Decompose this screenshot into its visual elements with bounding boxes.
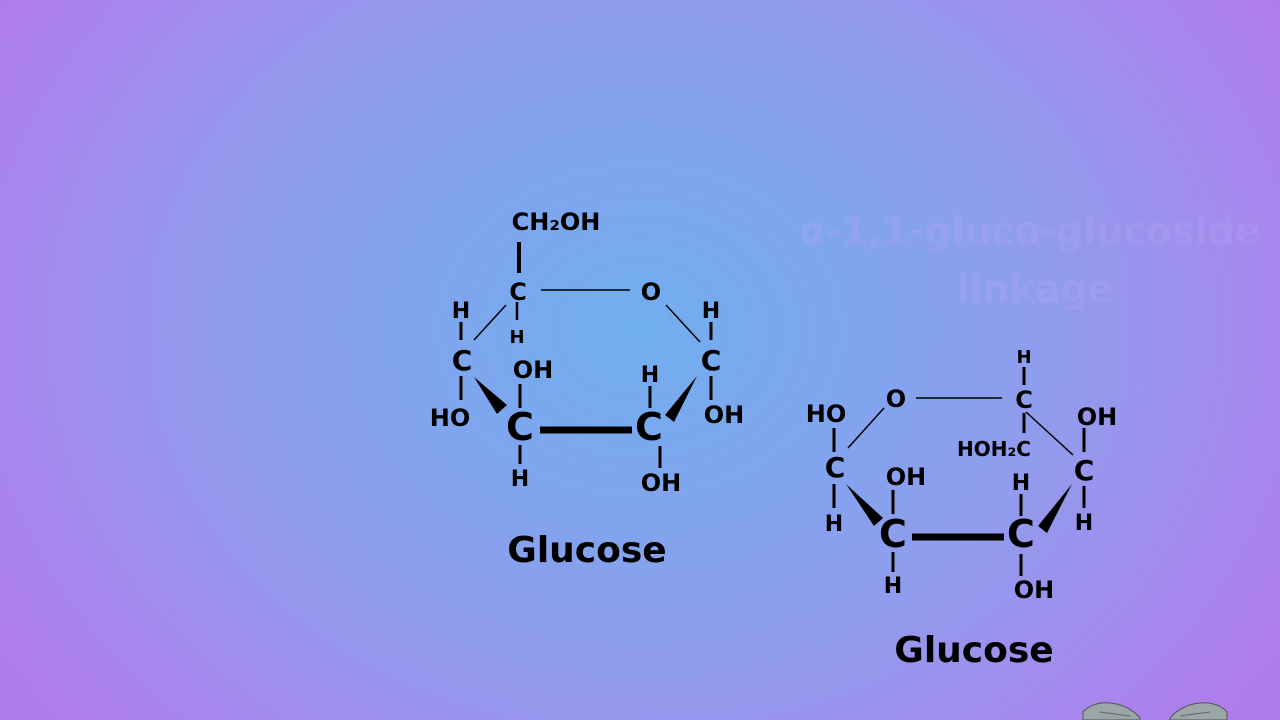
atom-c2-oh: OH bbox=[886, 463, 927, 491]
molecule-1-atoms: CH₂OH C H O H C OH H C HO OH C H H C OH bbox=[430, 208, 745, 497]
atom-c4-oh: OH bbox=[1077, 403, 1118, 431]
insect-wings-icon bbox=[1082, 702, 1228, 720]
atom-c3-h: H bbox=[1012, 471, 1030, 496]
atom-c5-h: H bbox=[509, 327, 524, 348]
atom-c1-h: H bbox=[702, 299, 720, 324]
atom-c5: C bbox=[509, 278, 527, 306]
atom-c1-h: H bbox=[825, 512, 843, 537]
atom-ch2oh: CH₂OH bbox=[512, 208, 601, 236]
wedge-c2-c1 bbox=[665, 376, 697, 422]
atom-c4-h: H bbox=[1075, 511, 1093, 536]
glucose-molecule-1: CH₂OH C H O H C OH H C HO OH C H H C OH … bbox=[430, 208, 745, 571]
atom-hoh2c: HOH₂C bbox=[957, 437, 1031, 461]
bond-c5-c4 bbox=[1025, 411, 1074, 456]
molecule-2-atoms: O H C HOH₂C HO C H OH C H H C OH OH C H bbox=[806, 347, 1118, 604]
bond-o-c1 bbox=[665, 304, 701, 343]
bond-o-c1 bbox=[847, 407, 885, 449]
caption-glucose-1: Glucose bbox=[507, 530, 666, 571]
atom-c3-h: H bbox=[511, 467, 529, 492]
atom-c3-oh: OH bbox=[1014, 576, 1055, 604]
atom-c1-ho: HO bbox=[806, 400, 847, 428]
atom-c5-h: H bbox=[1016, 347, 1031, 368]
molecule-1-bonds bbox=[459, 242, 713, 468]
caption-glucose-2: Glucose bbox=[894, 630, 1053, 671]
glucose-molecule-2: O H C HOH₂C HO C H OH C H H C OH OH C H … bbox=[806, 347, 1118, 671]
atom-c2: C bbox=[879, 512, 907, 556]
faded-title-line1: α-1,1-gluco-glucoside bbox=[799, 209, 1260, 253]
atom-c4-h: H bbox=[452, 299, 470, 324]
faded-linkage-title: α-1,1-gluco-glucoside linkage bbox=[799, 209, 1260, 311]
atom-c4: C bbox=[452, 344, 473, 377]
atom-c3: C bbox=[1007, 512, 1035, 556]
wedge-c3-c4 bbox=[1038, 484, 1072, 533]
atom-c4: C bbox=[1074, 454, 1095, 487]
molecule-2-bonds bbox=[832, 367, 1086, 576]
wedge-c1-c2 bbox=[846, 484, 883, 526]
atom-c2: C bbox=[635, 405, 663, 449]
atom-c1: C bbox=[825, 451, 846, 484]
atom-c2-h: H bbox=[641, 363, 659, 388]
wedge-c4-c3 bbox=[474, 377, 507, 414]
atom-c1-oh: OH bbox=[704, 401, 745, 429]
atom-c5: C bbox=[1015, 386, 1033, 414]
atom-ring-o: O bbox=[641, 278, 661, 306]
bond-c5-c4 bbox=[473, 304, 507, 341]
atom-c3: C bbox=[506, 405, 534, 449]
atom-c2-oh: OH bbox=[641, 469, 682, 497]
atom-c2-h: H bbox=[884, 574, 902, 599]
atom-ring-o: O bbox=[886, 385, 906, 413]
atom-c4-ho: HO bbox=[430, 404, 471, 432]
atom-c3-oh: OH bbox=[513, 356, 554, 384]
faded-title-line2: linkage bbox=[957, 267, 1114, 311]
atom-c1: C bbox=[701, 344, 722, 377]
